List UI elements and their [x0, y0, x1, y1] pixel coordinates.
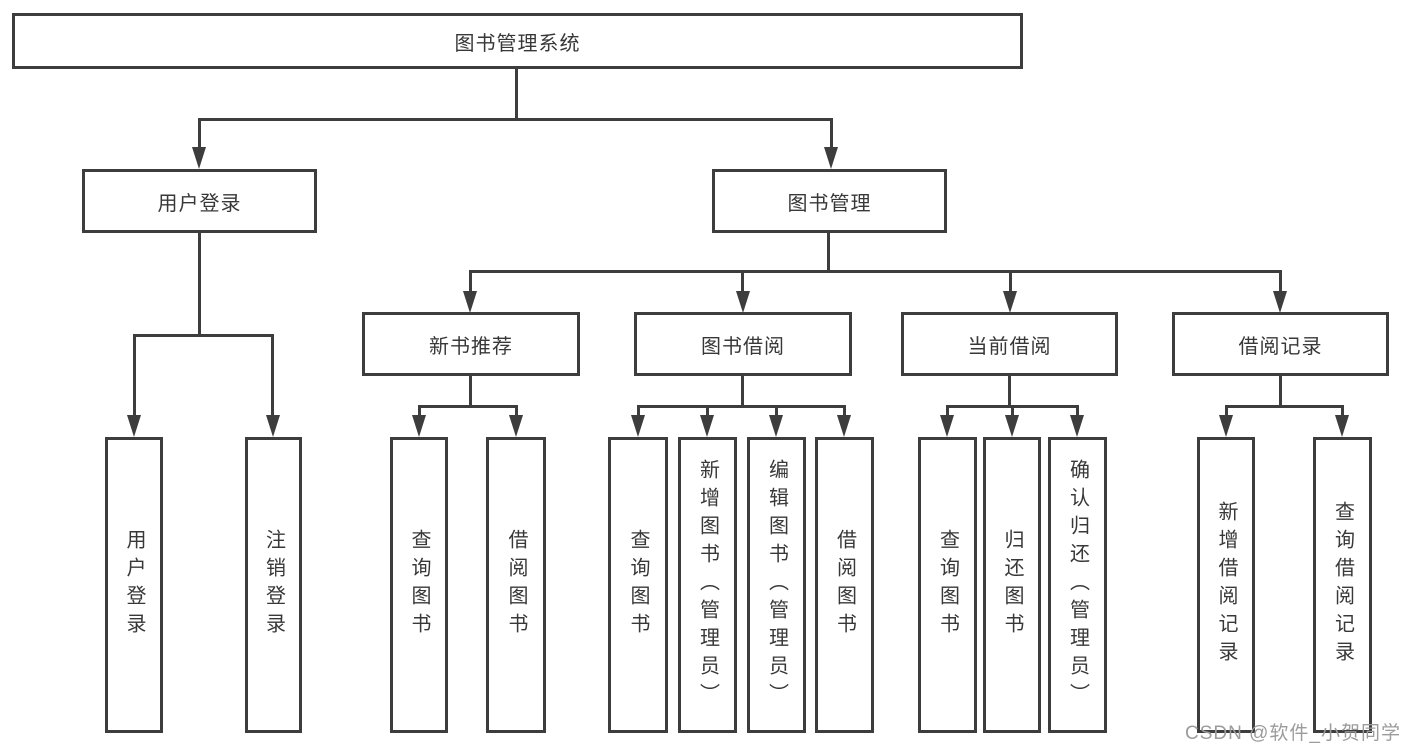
- node-new-book-recommend: 新书推荐: [362, 312, 580, 376]
- arrow-down-icon: [769, 415, 783, 437]
- connector-line: [1009, 270, 1012, 294]
- arrow-down-icon: [1070, 415, 1084, 437]
- connector-line: [637, 405, 640, 420]
- node-user-login: 用户登录: [82, 169, 317, 233]
- connector-line: [1008, 376, 1011, 407]
- node-label: 查询图书: [936, 529, 959, 641]
- leaf-add-borrow-record: 新增借阅记录: [1197, 437, 1255, 733]
- connector-line: [133, 334, 136, 418]
- node-label: 查询图书: [627, 529, 649, 641]
- connector-line: [830, 118, 833, 152]
- arrow-down-icon: [837, 415, 851, 437]
- arrow-down-icon: [509, 415, 523, 437]
- node-label: 图书管理: [787, 192, 872, 215]
- leaf-confirm-return-admin: 确认归还（管理员）: [1048, 437, 1107, 733]
- connector-line: [198, 118, 201, 152]
- leaf-user-login: 用户登录: [105, 437, 163, 733]
- connector-line: [1341, 405, 1344, 420]
- node-label: 借阅记录: [1238, 335, 1323, 358]
- arrow-down-icon: [736, 291, 750, 313]
- connector-line: [1225, 405, 1344, 408]
- connector-line: [469, 270, 1282, 273]
- node-label: 当前借阅: [967, 335, 1052, 358]
- connector-line: [1279, 376, 1282, 407]
- connector-line: [418, 405, 518, 408]
- node-label: 用户登录: [157, 192, 242, 215]
- node-label: 注销登录: [262, 529, 285, 641]
- node-book-borrowing: 图书借阅: [634, 312, 852, 376]
- leaf-query-books-borrowing: 查询图书: [608, 437, 668, 733]
- connector-line: [271, 334, 274, 418]
- connector-line: [1011, 405, 1014, 420]
- connector-line: [775, 405, 778, 420]
- arrow-down-icon: [940, 415, 954, 437]
- node-label: 图书管理系统: [454, 32, 581, 55]
- connector-line: [469, 270, 472, 294]
- connector-line: [133, 334, 274, 337]
- connector-line: [1279, 270, 1282, 294]
- arrow-down-icon: [1273, 291, 1287, 313]
- arrow-down-icon: [1003, 291, 1017, 313]
- connector-line: [418, 405, 421, 420]
- arrow-down-icon: [700, 415, 714, 437]
- arrow-down-icon: [463, 291, 477, 313]
- leaf-query-books-current: 查询图书: [918, 437, 977, 733]
- leaf-query-books-recommend: 查询图书: [390, 437, 448, 733]
- arrow-down-icon: [266, 415, 280, 437]
- leaf-add-book-admin: 新增图书（管理员）: [678, 437, 737, 733]
- connector-line: [198, 233, 201, 337]
- connector-line: [946, 405, 949, 420]
- arrow-down-icon: [192, 147, 206, 169]
- connector-line: [706, 405, 709, 420]
- node-label: 归还图书: [1001, 529, 1023, 641]
- connector-line: [469, 376, 472, 407]
- leaf-edit-book-admin: 编辑图书（管理员）: [747, 437, 806, 733]
- connector-line: [515, 69, 518, 120]
- node-label: 新书推荐: [429, 335, 513, 358]
- node-label: 查询借阅记录: [1331, 501, 1354, 669]
- csdn-watermark: CSDN @软件_小贺同学: [1185, 723, 1401, 744]
- connector-line: [741, 376, 744, 407]
- connector-line: [198, 118, 832, 121]
- leaf-return-books: 归还图书: [983, 437, 1041, 733]
- connector-line: [1225, 405, 1228, 420]
- connector-line: [843, 405, 846, 420]
- node-label: 借阅图书: [833, 529, 856, 641]
- arrow-down-icon: [1335, 415, 1349, 437]
- arrow-down-icon: [412, 415, 426, 437]
- arrow-down-icon: [631, 415, 645, 437]
- node-label: 新增借阅记录: [1215, 501, 1237, 669]
- node-label: 新增图书（管理员）: [696, 459, 719, 711]
- connector-line: [637, 405, 846, 408]
- node-label: 借阅图书: [505, 529, 527, 641]
- connector-line: [741, 270, 744, 294]
- leaf-logout: 注销登录: [245, 437, 302, 733]
- connector-line: [515, 405, 518, 420]
- node-label: 编辑图书（管理员）: [765, 459, 788, 711]
- node-label: 图书借阅: [701, 335, 785, 358]
- leaf-borrow-books-recommend: 借阅图书: [486, 437, 546, 733]
- node-borrowing-records: 借阅记录: [1172, 312, 1389, 376]
- node-book-management: 图书管理: [712, 169, 947, 233]
- arrow-down-icon: [1005, 415, 1019, 437]
- node-current-borrowing: 当前借阅: [901, 312, 1118, 376]
- arrow-down-icon: [824, 147, 838, 169]
- node-library-management-system: 图书管理系统: [12, 13, 1023, 69]
- arrow-down-icon: [1219, 415, 1233, 437]
- leaf-query-borrow-record: 查询借阅记录: [1313, 437, 1372, 733]
- node-label: 确认归还（管理员）: [1066, 459, 1089, 711]
- arrow-down-icon: [127, 415, 141, 437]
- leaf-borrow-books: 借阅图书: [815, 437, 874, 733]
- node-label: 用户登录: [123, 529, 145, 641]
- connector-line: [827, 233, 830, 273]
- node-label: 查询图书: [408, 529, 430, 641]
- connector-line: [1076, 405, 1079, 420]
